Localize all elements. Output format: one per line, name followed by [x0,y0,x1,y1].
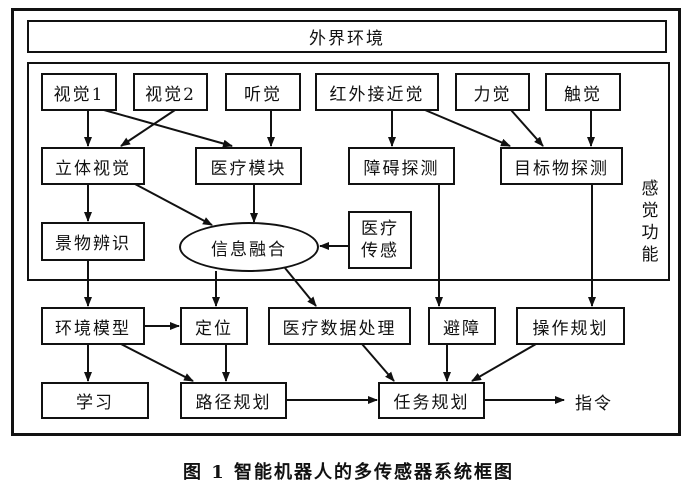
node-path-planning: 路径规划 [180,382,287,419]
node-stereo-vision: 立体视觉 [41,147,145,185]
environment-box: 外界环境 [27,20,667,53]
arrow-fusion-medical-data [284,267,317,307]
node-environment-model: 环境模型 [41,307,145,345]
node-operation-planning: 操作规划 [516,307,625,345]
node-learning: 学习 [41,382,149,419]
node-touch: 触觉 [545,73,621,111]
node-medical-data-processing: 医疗数据处理 [268,307,411,345]
node-hearing: 听觉 [225,73,301,111]
arrow-infrared-target [424,109,511,147]
arrow-force-target [510,109,544,147]
node-localization: 定位 [180,307,248,345]
node-medical-sensing-label: 医疗传感 [361,219,399,261]
node-medical-module: 医疗模块 [195,147,302,185]
node-task-planning: 任务规划 [378,382,485,419]
node-infrared: 红外接近觉 [315,73,439,111]
figure-caption: 图 1 智能机器人的多传感器系统框图 [182,462,515,483]
environment-label: 外界环境 [309,29,385,49]
sensing-region [27,62,670,281]
node-command: 指令 [575,394,613,414]
node-obstacle-detection: 障碍探测 [348,147,455,185]
node-obstacle-avoidance: 避障 [428,307,496,345]
arrow-vision1-medical-module [103,109,233,148]
system-outer-frame [11,8,681,436]
node-info-fusion: 信息融合 [179,222,319,272]
arrow-envmodel-path [120,343,194,382]
node-vision1: 视觉1 [41,73,117,111]
node-force: 力觉 [455,73,530,111]
arrow-stereo-fusion [134,183,213,226]
node-medical-sensing: 医疗传感 [348,211,412,269]
arrow-medical-data-task [361,343,395,382]
sensing-region-label: 感觉功能 [641,179,659,265]
arrow-operation-task [471,343,537,382]
arrow-vision2-stereo [120,109,176,147]
node-target-detection: 目标物探测 [500,147,623,185]
node-vision2: 视觉2 [133,73,208,111]
node-scene-recognition: 景物辨识 [41,222,145,261]
